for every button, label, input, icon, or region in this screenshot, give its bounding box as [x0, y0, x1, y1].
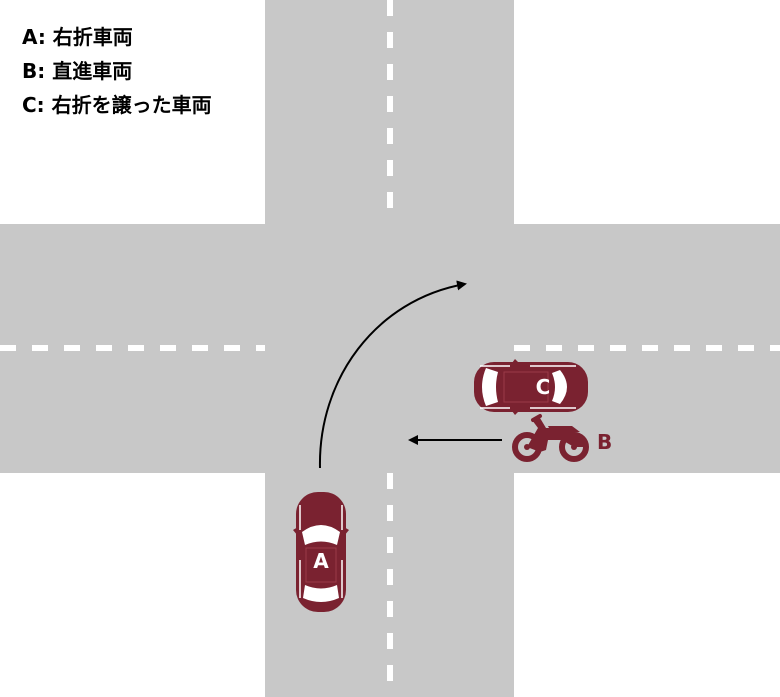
vehicle-b-motorcycle — [512, 414, 589, 462]
vehicle-b-label: B — [597, 430, 612, 454]
vehicle-c-label: C — [536, 375, 551, 399]
horizontal-road — [0, 224, 780, 473]
right-turn-arrow — [318, 280, 467, 469]
legend-item-c: C: 右折を譲った車両 — [22, 93, 212, 117]
legend: A: 右折車両 B: 直進車両 C: 右折を譲った車両 — [22, 20, 212, 122]
legend-item-b: B: 直進車両 — [22, 59, 133, 83]
vehicle-a-label: A — [313, 549, 329, 573]
legend-item-a: A: 右折車両 — [22, 25, 133, 49]
vehicle-a-car: A — [293, 492, 349, 612]
vehicle-c-car: C — [474, 359, 588, 415]
